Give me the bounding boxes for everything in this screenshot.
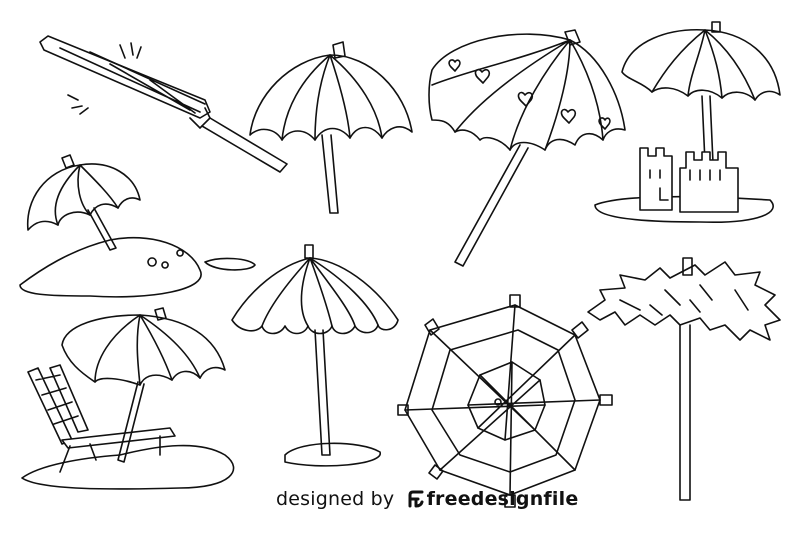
top-down-umbrella (397, 294, 613, 508)
beach-chair-and-umbrella (21, 307, 235, 490)
credit-prefix: designed by (276, 488, 395, 510)
open-umbrella (249, 41, 413, 214)
heart-umbrella (428, 29, 626, 267)
closed-umbrella (39, 35, 288, 173)
umbrella-on-sand-mound (19, 154, 256, 298)
thatch-palm-umbrella (587, 257, 781, 501)
credit-watermark: designed by freedesignfile (276, 488, 578, 510)
sandcastle-umbrella (594, 21, 781, 224)
scalloped-beach-umbrella (231, 244, 399, 467)
freedesignfile-logo-icon (407, 490, 425, 508)
credit-brand: freedesignfile (426, 488, 579, 510)
